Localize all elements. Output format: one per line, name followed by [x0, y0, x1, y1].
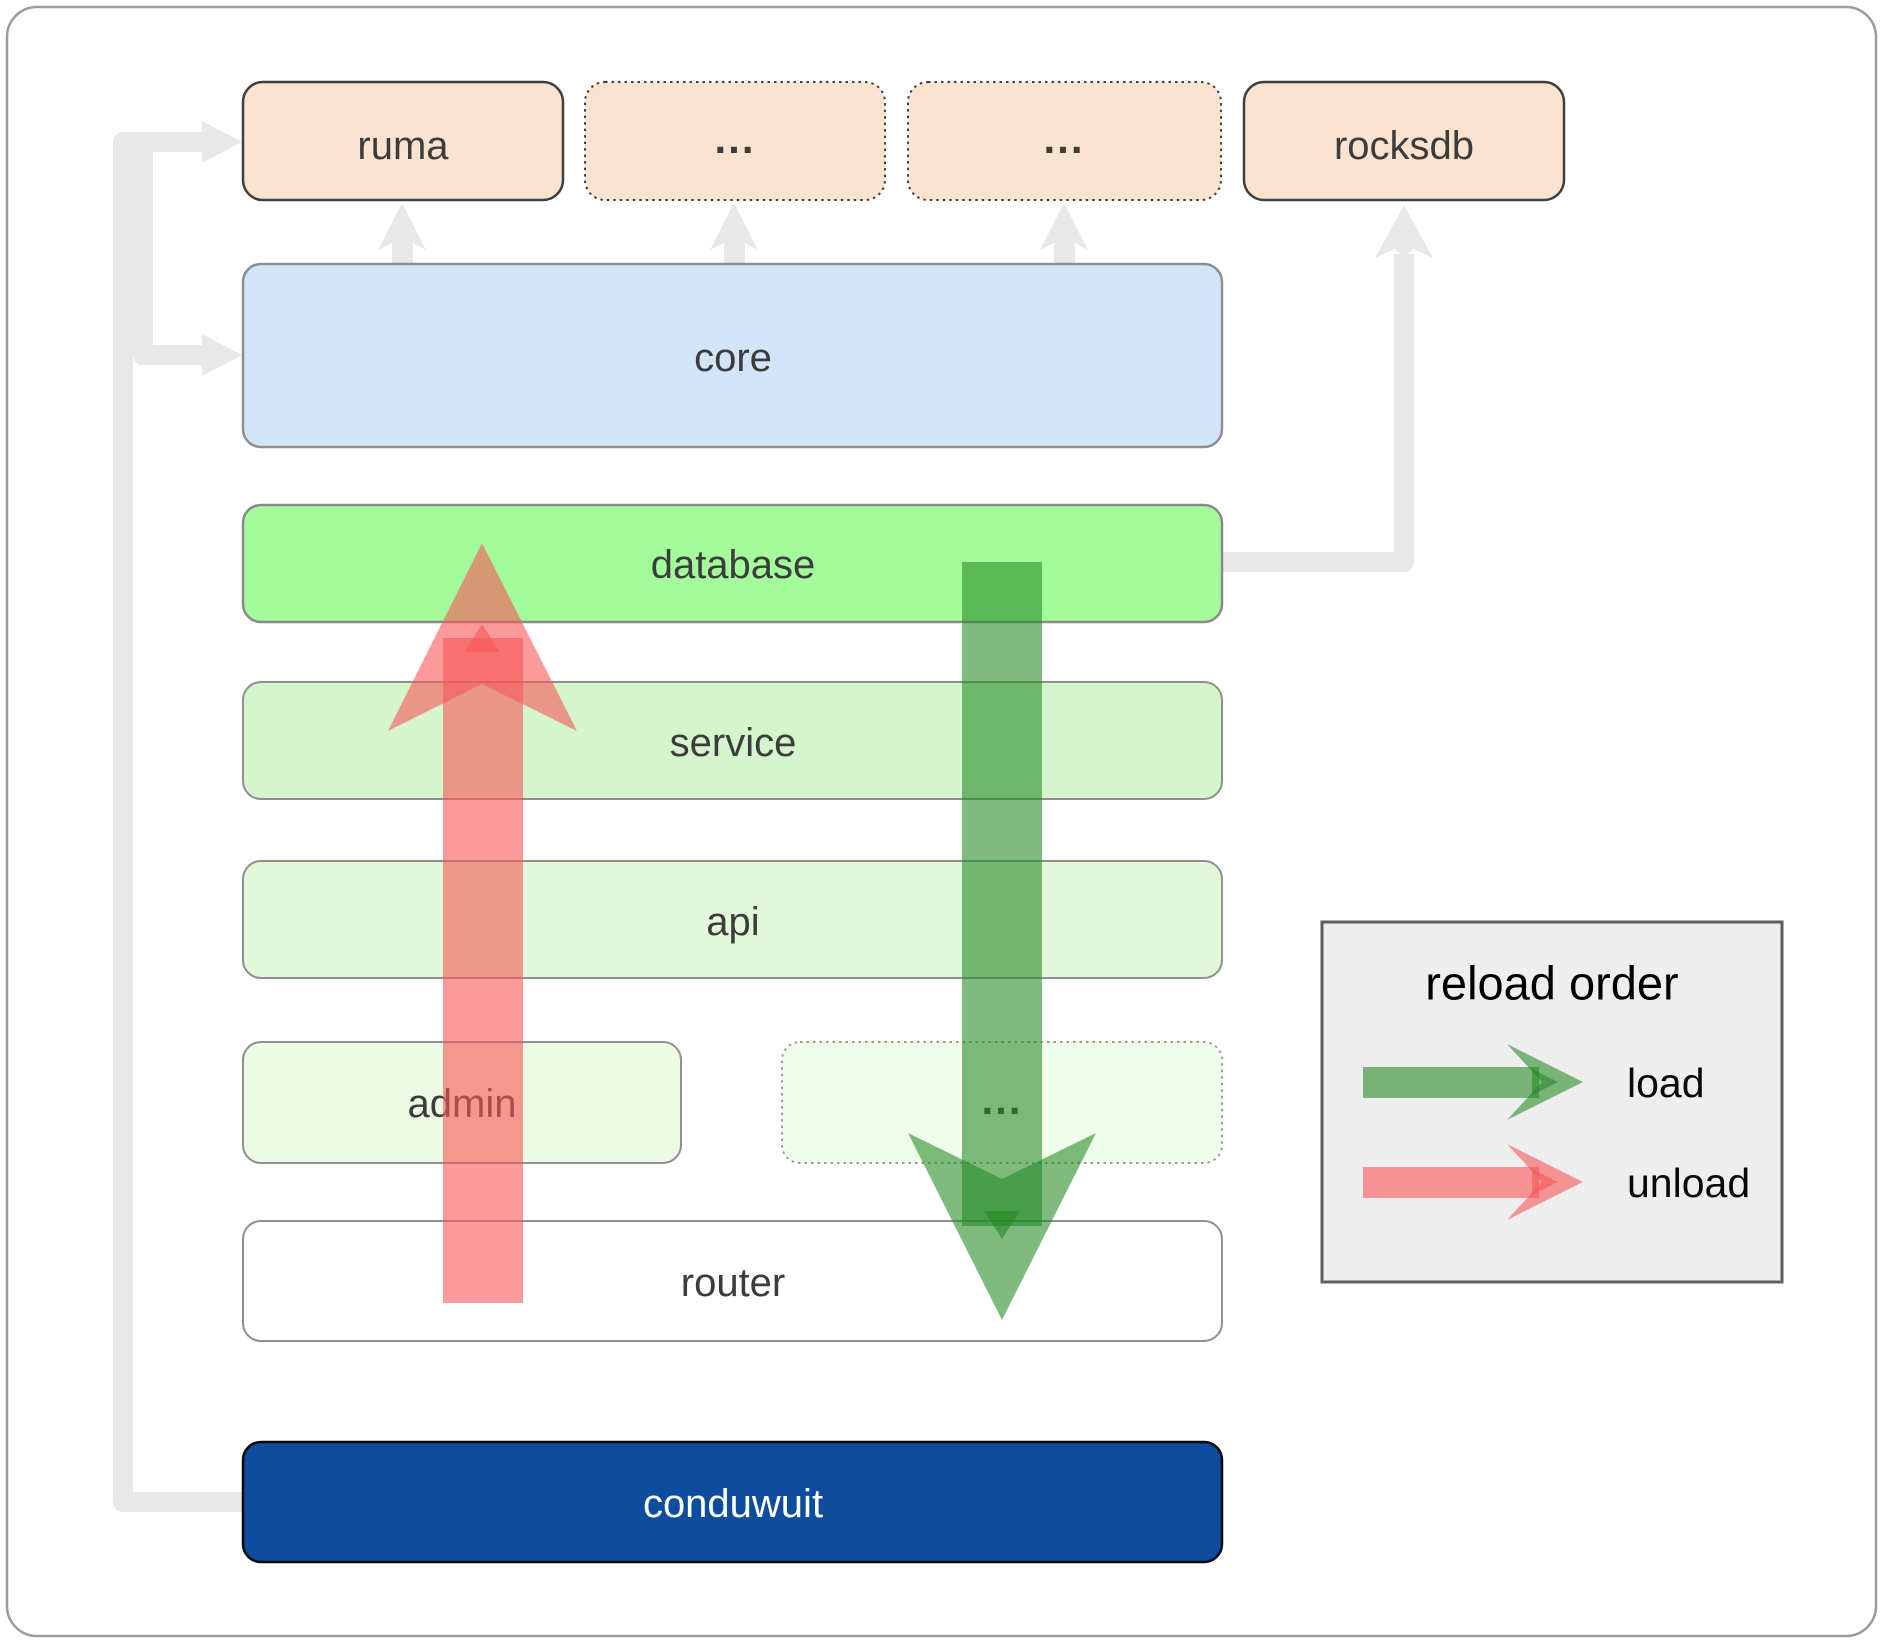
diagram-frame — [5, 5, 1878, 1638]
node-router-label: router — [681, 1261, 786, 1305]
legend-unload-item: unload — [1363, 1144, 1750, 1220]
arrowhead-to-core — [202, 334, 242, 376]
connector-core-to-ellipsis-1 — [724, 244, 745, 263]
node-api-label: api — [706, 900, 759, 944]
node-top-ellipsis-2-box — [907, 81, 1222, 201]
node-rocksdb-label: rocksdb — [1334, 124, 1474, 168]
legend-load-item: load — [1363, 1044, 1705, 1120]
node-core-label: core — [694, 336, 772, 380]
arrowhead-to-rocksdb — [1375, 205, 1433, 258]
node-service-label: service — [670, 721, 797, 765]
gray-connectors — [113, 121, 1433, 1512]
connector-conduwuit-to-core — [133, 150, 206, 365]
connector-conduwuit-to-ruma — [113, 132, 243, 1512]
load-arrow-marker — [984, 1211, 1020, 1239]
node-top-ellipsis-2-label: ... — [1043, 115, 1084, 162]
node-top-ellipsis-1-label: ... — [714, 115, 755, 162]
node-database-label: database — [651, 543, 816, 587]
arrowhead-to-ruma — [202, 121, 242, 163]
connector-core-to-ruma — [392, 244, 413, 263]
load-arrow — [908, 562, 1096, 1320]
connector-database-to-rocksdb — [1223, 254, 1414, 572]
node-ruma-label: ruma — [357, 124, 449, 168]
legend-title: reload order — [1425, 957, 1678, 1010]
legend-load-arrow-shaft — [1363, 1067, 1539, 1098]
node-conduwuit-box — [241, 1440, 1224, 1564]
connector-core-to-ellipsis-2 — [1054, 244, 1075, 263]
legend-unload-arrow-marker — [1532, 1169, 1558, 1195]
node-top-ellipsis-1-box — [584, 81, 886, 201]
arrowhead-core-to-ellipsis-2 — [1040, 203, 1088, 250]
arrowhead-core-to-ellipsis-1 — [710, 203, 758, 250]
arrowhead-core-to-ruma — [378, 203, 426, 250]
load-arrow-shaft — [962, 562, 1042, 1226]
legend-unload-label: unload — [1627, 1160, 1750, 1206]
legend: reload order load unload — [1320, 920, 1784, 1284]
unload-arrow-marker — [464, 624, 500, 652]
legend-load-label: load — [1627, 1060, 1705, 1106]
legend-load-arrow-marker — [1532, 1069, 1558, 1095]
legend-unload-arrow-shaft — [1363, 1167, 1539, 1198]
node-ruma-box — [241, 80, 565, 202]
node-conduwuit-label: conduwuit — [643, 1482, 823, 1526]
legend-box — [1320, 920, 1784, 1284]
unload-arrow — [388, 543, 577, 1303]
node-core-box — [241, 262, 1224, 449]
node-rocksdb-box — [1242, 80, 1566, 202]
unload-arrow-shaft — [443, 638, 523, 1303]
